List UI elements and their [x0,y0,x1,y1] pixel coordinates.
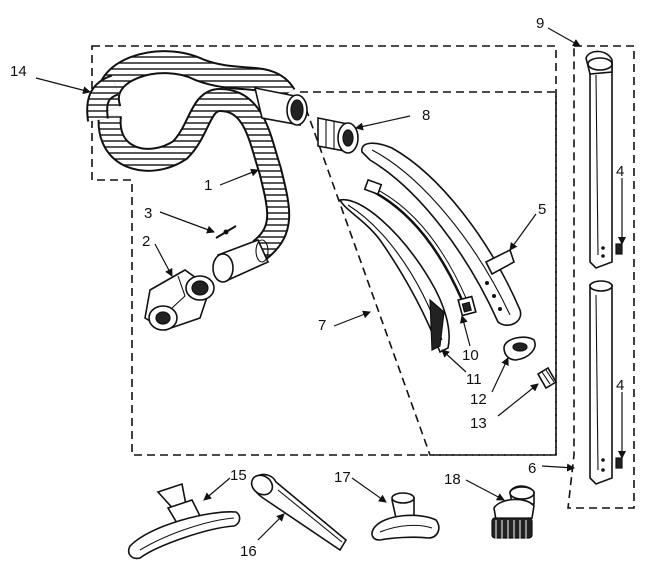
handle-lower-half [338,198,450,354]
wand-tube-lower [589,280,623,485]
spring [536,366,558,390]
handle-group-outline [298,91,557,456]
callout-12: 12 [470,391,487,408]
dusting-brush [491,485,535,540]
switch-wire [363,178,477,317]
callout-15: 15 [230,467,247,484]
coupling [317,117,359,154]
callout-3: 3 [144,205,152,222]
upholstery-tool [371,492,440,541]
callout-4-lower: 4 [616,377,624,394]
handle-upper-half [361,142,522,326]
callout-9: 9 [536,15,544,32]
callout-7: 7 [318,317,326,334]
callout-5: 5 [538,201,546,218]
swivel-connector [144,269,215,331]
hose [86,50,296,260]
callout-2: 2 [142,233,150,250]
release-button [503,336,536,361]
callout-13: 13 [470,415,487,432]
pin [215,225,237,239]
leader-lines [35,27,626,541]
callout-8: 8 [422,107,430,124]
callout-16: 16 [240,543,257,560]
callout-10: 10 [462,347,479,364]
callout-18: 18 [444,471,461,488]
hose-cuff-bottom [212,238,270,283]
crevice-tool [250,473,348,552]
callout-6: 6 [528,460,536,477]
callout-labels: 14 1 3 2 8 5 7 10 11 12 13 9 4 4 6 15 16… [10,15,624,560]
callout-17: 17 [334,469,351,486]
callout-14: 14 [10,63,27,80]
callout-4-upper: 4 [616,163,624,180]
wand-tube-upper [585,50,623,269]
callout-1: 1 [204,177,212,194]
clip [484,248,515,276]
hose-group-outline [91,45,557,456]
wand-group-outline [567,45,635,509]
hose-cuff-top [253,86,308,126]
callout-11: 11 [466,371,482,388]
floor-brush [127,482,241,560]
